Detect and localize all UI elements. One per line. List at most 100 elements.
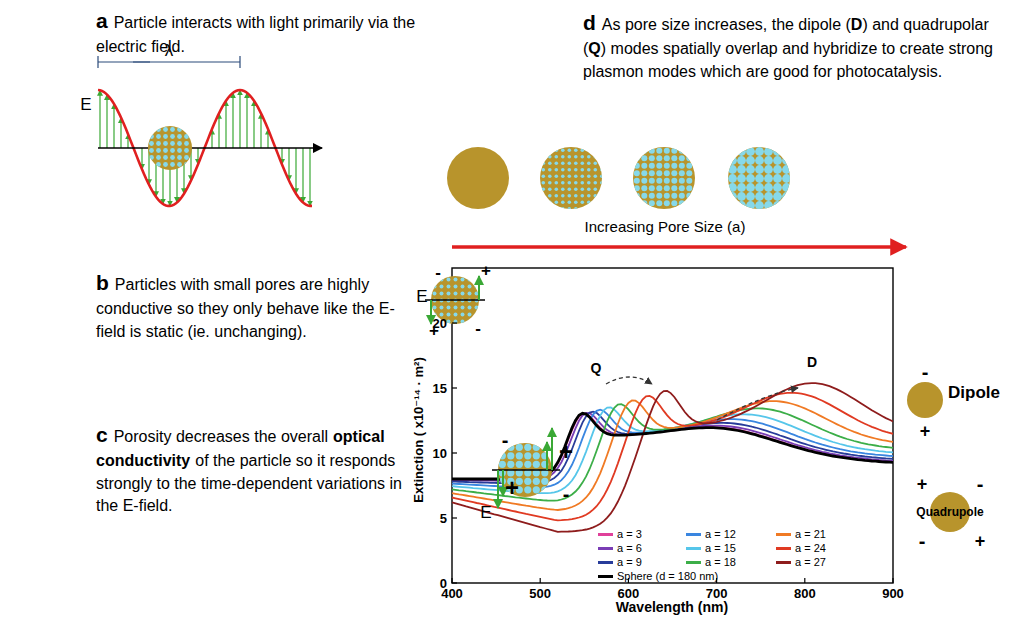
- pore: [468, 292, 472, 296]
- pore: [634, 148, 640, 154]
- pore: [594, 155, 598, 159]
- pore: [163, 162, 168, 167]
- pore: [447, 306, 451, 310]
- pore: [524, 444, 531, 451]
- pore: [461, 278, 465, 282]
- spectrum-curve: [452, 383, 893, 532]
- pore: [555, 181, 559, 185]
- spectrum-curve: [452, 413, 893, 481]
- pore: [447, 278, 451, 282]
- panel-text: ) modes spatially overlap and hybridize …: [583, 40, 993, 80]
- tick: [451, 578, 452, 583]
- pore: [548, 207, 552, 211]
- pore: [568, 188, 572, 192]
- pore: [468, 278, 472, 282]
- pore: [574, 188, 578, 192]
- pore: [641, 193, 647, 199]
- pore: [649, 200, 655, 206]
- field-arrow: [106, 95, 107, 148]
- pore: [524, 461, 531, 468]
- pore: [600, 181, 604, 185]
- charge-sign: -: [919, 531, 926, 551]
- field-arrow: [430, 300, 432, 324]
- pore: [561, 201, 565, 205]
- axis-title: Wavelength (nm): [616, 600, 728, 614]
- field-arrow: [113, 104, 114, 148]
- pore: [728, 156, 737, 165]
- pore: [656, 148, 662, 154]
- pore: [533, 444, 540, 451]
- pore-size-arrow: [452, 245, 906, 249]
- field-arrow: [497, 470, 499, 508]
- charge-sign: +: [920, 422, 931, 440]
- pore: [594, 207, 598, 211]
- pore: [737, 174, 746, 183]
- legend-text: a = 6: [617, 543, 642, 554]
- pore: [773, 147, 782, 156]
- pore: [184, 127, 189, 132]
- charge-sign: -: [435, 264, 441, 281]
- solid-particle: [447, 147, 509, 209]
- pore: [468, 313, 472, 317]
- pore: [581, 181, 585, 185]
- tick: [452, 322, 457, 323]
- bold-term: D: [851, 16, 863, 33]
- panel-caption: dAs pore size increases, the dipole (D) …: [583, 8, 1005, 83]
- pore: [177, 155, 182, 160]
- pore: [170, 155, 175, 160]
- pore: [507, 452, 514, 459]
- pore: [587, 188, 591, 192]
- pore: [475, 306, 479, 310]
- tick-label: 700: [706, 587, 728, 600]
- pore: [433, 306, 437, 310]
- pore: [679, 155, 685, 161]
- pore: [686, 170, 692, 176]
- pore: [679, 193, 685, 199]
- pore: [541, 486, 548, 493]
- pore: [671, 193, 677, 199]
- pore: [656, 170, 662, 176]
- pore: [454, 306, 458, 310]
- gold-particle: [540, 147, 602, 209]
- pore: [177, 148, 182, 153]
- charge-sign: +: [481, 262, 491, 279]
- pore: [679, 170, 685, 176]
- field-arrow: [551, 428, 553, 470]
- tick-label: 600: [618, 587, 640, 600]
- tick: [452, 517, 457, 518]
- wavelength-bracket: [98, 61, 150, 62]
- charge-sign: -: [502, 430, 509, 450]
- legend-swatch: [686, 561, 701, 564]
- pore: [649, 148, 655, 154]
- pore: [664, 200, 670, 206]
- pore: [587, 181, 591, 185]
- pore: [581, 201, 585, 205]
- tick: [452, 387, 457, 388]
- propagation-axis: [98, 147, 322, 149]
- pore: [679, 163, 685, 169]
- bold-term: Q: [588, 40, 600, 57]
- pore: [177, 127, 182, 132]
- pore: [634, 200, 640, 206]
- pore: [764, 147, 773, 156]
- field-arrow: [225, 101, 226, 148]
- pore: [548, 188, 552, 192]
- pore: [634, 185, 640, 191]
- pore: [671, 185, 677, 191]
- pore: [686, 155, 692, 161]
- pore: [737, 183, 746, 192]
- wavelength-symbol: λ: [165, 42, 174, 59]
- panel-letter: a: [96, 9, 108, 32]
- pore: [737, 165, 746, 174]
- pore: [782, 201, 791, 210]
- panel-caption: bParticles with small pores are highly c…: [96, 268, 408, 343]
- pore: [574, 175, 578, 179]
- pore: [594, 175, 598, 179]
- legend-text: a = 21: [795, 529, 826, 540]
- pore: [170, 162, 175, 167]
- gold-particle: [728, 147, 790, 209]
- pore: [581, 168, 585, 172]
- pore: [656, 163, 662, 169]
- pore: [641, 170, 647, 176]
- panel-letter: d: [583, 11, 596, 34]
